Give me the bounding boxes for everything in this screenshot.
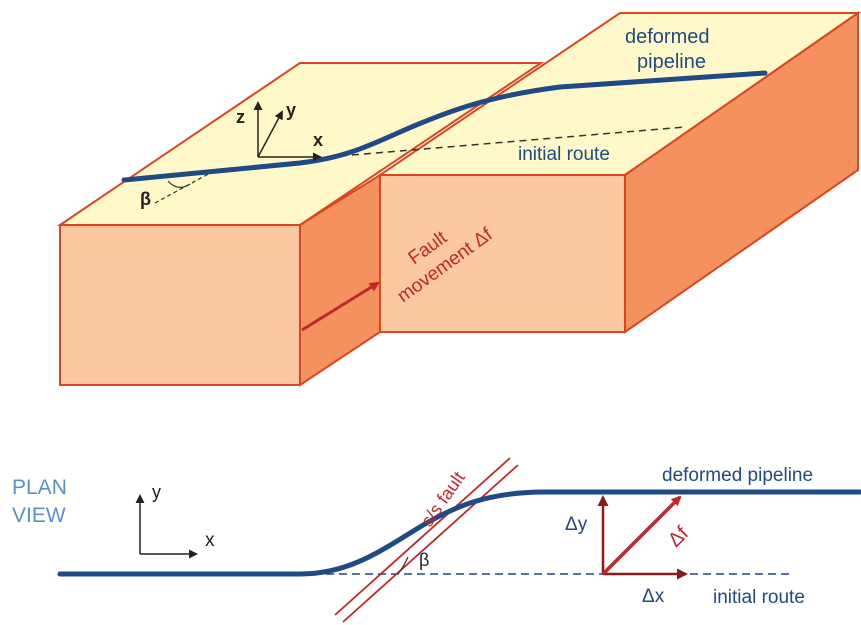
axis-y-label-plan: y	[152, 482, 161, 502]
right-block-side	[624, 11, 859, 334]
delta-x-label: Δx	[642, 586, 665, 607]
plan-view	[57, 457, 861, 623]
delta-f-label: Δf	[664, 522, 693, 551]
angle-arc-3d	[167, 180, 191, 188]
left-block-front	[59, 224, 301, 386]
initial-route-label-plan: initial route	[713, 587, 805, 608]
axis-x-label-3d: x	[313, 130, 323, 150]
fault-line-a	[334, 457, 511, 616]
plan-view-title-line1: PLAN	[12, 476, 67, 499]
plan-view-title-line2: VIEW	[12, 504, 66, 527]
axis-z-label-3d: z	[236, 107, 245, 127]
angle-arc-plan	[397, 556, 409, 575]
delta-y-label: Δy	[565, 514, 588, 535]
angle-reference-line-3d	[154, 171, 213, 204]
axis-y-label-3d: y	[286, 100, 296, 120]
deformed-pipeline-label-line1: deformed	[625, 26, 710, 48]
axis-x-label-plan: x	[205, 530, 215, 551]
deformed-pipeline-label-plan: deformed pipeline	[662, 465, 813, 486]
initial-route-label-3d: initial route	[518, 144, 610, 165]
initial-route-line-3d	[339, 126, 686, 157]
angle-label-3d: β	[140, 189, 151, 209]
deformed-pipeline-3d	[121, 70, 768, 183]
fault-line-b	[342, 464, 519, 623]
axes-3d	[253, 101, 322, 162]
angle-label-plan: β	[419, 550, 429, 570]
block-diagram-3d	[56, 11, 861, 387]
deformed-pipeline-plan	[57, 489, 861, 577]
deformed-pipeline-label-line2: pipeline	[637, 51, 706, 73]
fault-label-plan: s/s fault	[417, 468, 469, 530]
delta-f-arrow	[601, 495, 682, 576]
fault-movement-arrow	[301, 281, 380, 332]
